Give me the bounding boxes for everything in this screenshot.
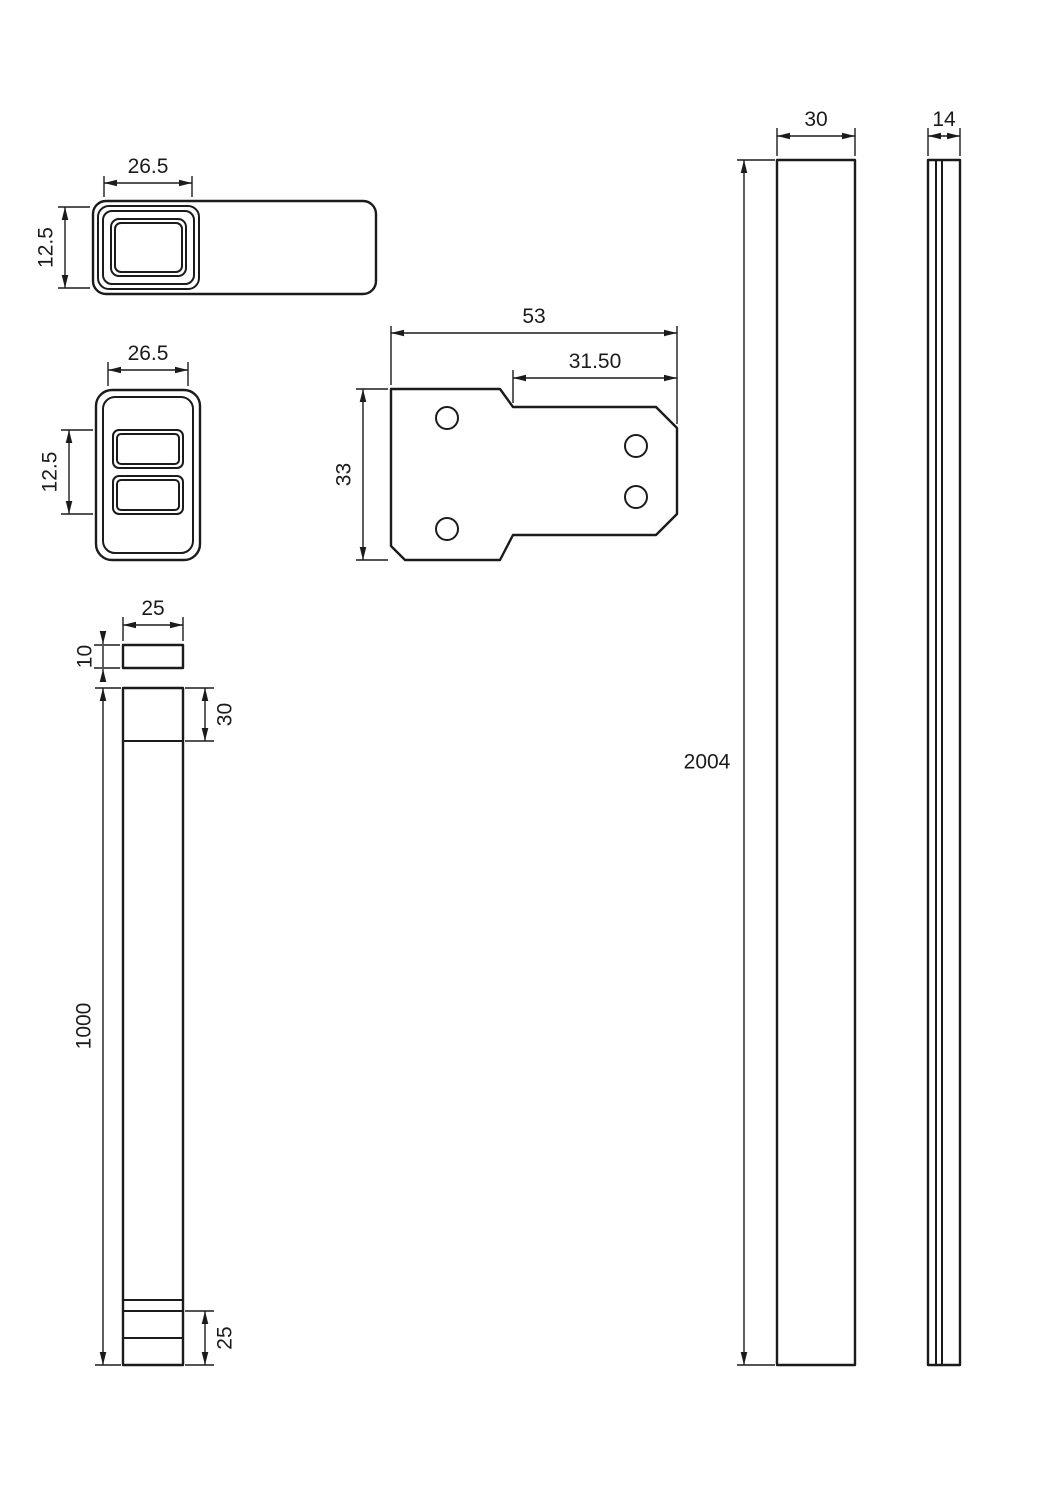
dimension-label: 25: [214, 1326, 237, 1349]
dimension-label: 12.5: [35, 227, 58, 268]
dim-post-bottom-section: 25: [185, 1310, 237, 1366]
dim-post-length: 1000: [73, 687, 121, 1366]
part-mounting-bracket: [389, 387, 679, 562]
dim-bar-length: 2004: [684, 159, 775, 1366]
end-cap-flange-outline: [97, 205, 200, 290]
dimension-label: 14: [932, 108, 956, 131]
dim-cap-front-width: 26.5: [107, 342, 189, 386]
bracket-hole-bottom-left: [435, 517, 459, 541]
spacer-outline: [121, 643, 185, 670]
dim-cap-front-height: 12.5: [39, 429, 93, 515]
dim-cap-side-height: 12.5: [35, 206, 90, 289]
dimension-label: 31.50: [569, 350, 622, 373]
cap-front-inner-outline: [102, 396, 194, 554]
dimension-label: 26.5: [128, 155, 169, 178]
dim-strip-width: 14: [927, 108, 961, 156]
cap-upper-slot-inner: [116, 433, 180, 465]
rail-outline: [91, 199, 378, 296]
bracket-outline: [389, 387, 679, 562]
end-cap-opening-outer: [110, 218, 187, 277]
dim-bracket-height: 33: [333, 388, 388, 561]
bar-outline: [775, 158, 857, 1367]
post-outline: [121, 686, 185, 1367]
dimension-label: 30: [214, 703, 237, 726]
part-end-cap-front-view: [94, 388, 202, 562]
dim-bracket-overall-width: 53: [390, 305, 678, 424]
bracket-hole-bottom-right: [624, 485, 648, 509]
part-rail-side-view: [91, 199, 378, 296]
dim-spacer-width: 25: [122, 597, 184, 641]
cap-front-outline: [94, 388, 202, 562]
part-bar: [775, 158, 857, 1367]
bracket-hole-top-left: [435, 406, 459, 430]
dim-spacer-height: 10: [74, 631, 120, 682]
cap-upper-slot-outer: [112, 429, 184, 469]
bracket-hole-top-right: [624, 434, 648, 458]
part-post: [121, 686, 185, 1367]
dim-bracket-arm-width: 31.50: [512, 350, 677, 403]
dimension-label: 26.5: [128, 342, 169, 365]
dimension-label: 53: [522, 305, 545, 328]
dimension-label: 30: [804, 108, 827, 131]
strip-outline: [926, 158, 962, 1367]
cap-lower-slot-inner: [116, 479, 180, 511]
end-cap-body-outline: [102, 210, 195, 285]
cap-lower-slot-outer: [112, 475, 184, 515]
dimension-label: 2004: [684, 751, 731, 774]
dimension-label: 25: [141, 597, 164, 620]
end-cap-opening-inner: [114, 222, 183, 273]
dimension-label: 1000: [73, 1003, 96, 1050]
part-profile-strip: [926, 158, 962, 1367]
part-spacer-block: [121, 643, 185, 670]
dimension-label: 12.5: [39, 452, 62, 493]
dim-post-top-section: 30: [185, 687, 237, 742]
dim-bar-width: 30: [776, 108, 856, 156]
dim-cap-side-width: 26.5: [103, 155, 193, 197]
dimension-label: 33: [333, 463, 356, 486]
dimension-label: 10: [74, 645, 97, 668]
